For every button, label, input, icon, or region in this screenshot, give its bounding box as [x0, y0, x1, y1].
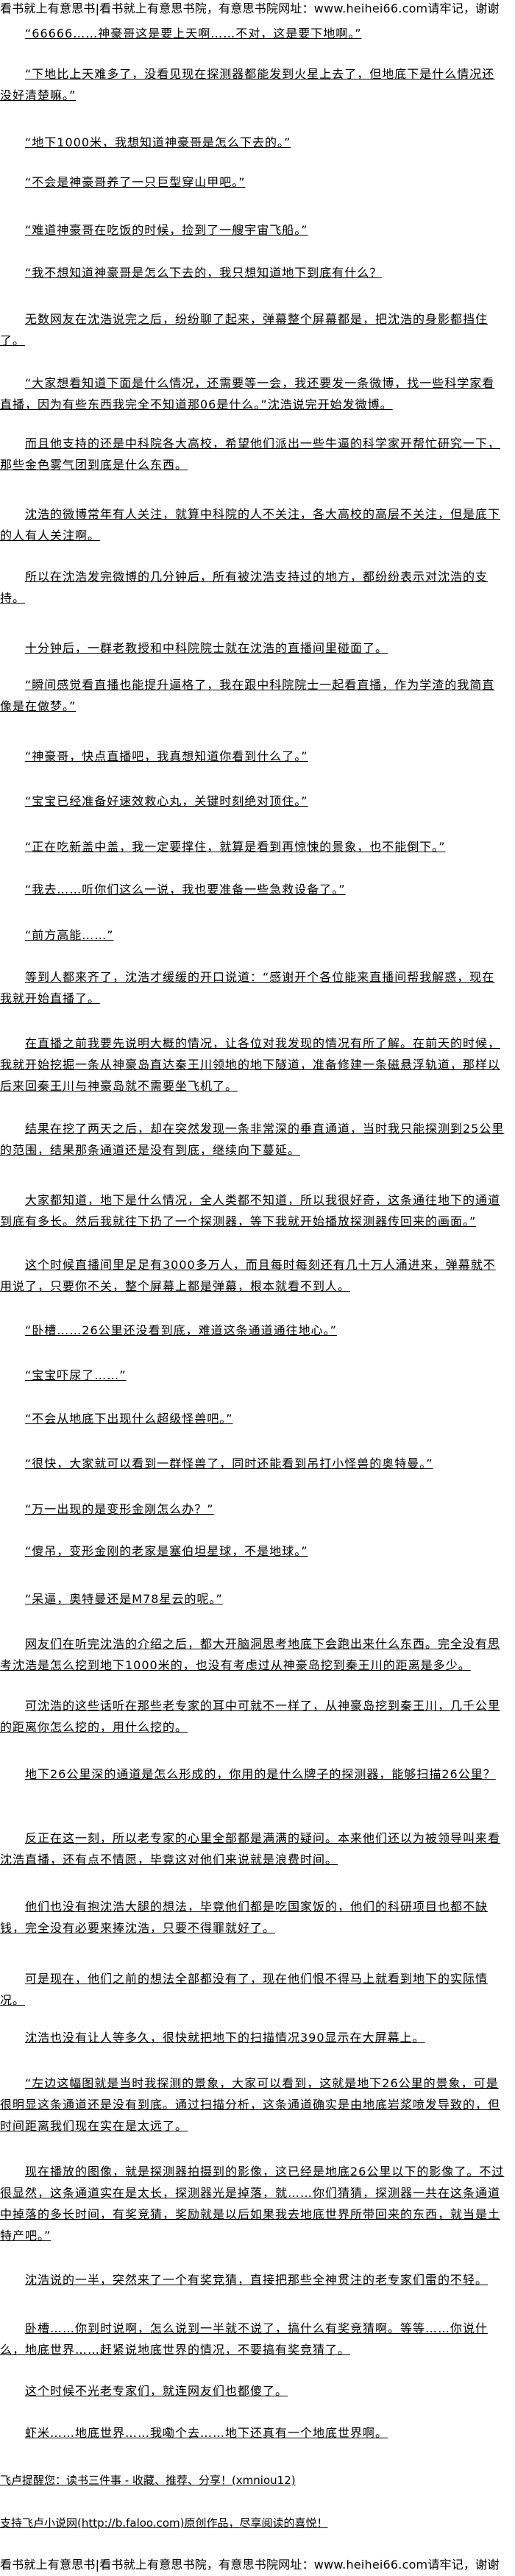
paragraph: 可是现在，他们之前的想法全部都没有了，现在他们恨不得马上就看到地下的实际情况。 — [0, 1972, 489, 2007]
paragraph: “正在吃新盖中盖，我一定要撑住，就算是看到再惊悚的景象，也不能倒下。” — [25, 840, 446, 854]
paragraph: 所以在沈浩发完微博的几分钟后，所有被沈浩支持过的地方，都纷纷表示对沈浩的支持。 — [0, 570, 489, 605]
paragraph: 而且他支持的还是中科院各大高校，希望他们派出一些牛逼的科学家开帮忙研究一下，那些… — [0, 436, 501, 472]
paragraph: “地下1000米，我想知道神豪哥是怎么下去的。” — [25, 135, 291, 149]
paragraph: 可沈浩的这些话听在那些老专家的耳中可就不一样了，从神豪岛挖到秦王川，几千公里的距… — [0, 1699, 501, 1734]
paragraph: “卧槽……26公里还没看到底，难道这条通道通往地心。” — [25, 1323, 337, 1337]
paragraph: 大家都知道，地下是什么情况，全人类都不知道，所以我很好奇，这条通往地下的通道到底… — [0, 1193, 501, 1228]
paragraph: 网友们在听完沈浩的介绍之后，都大开脑洞思考地底下会跑出来什么东西。完全没有思考沈… — [0, 1637, 501, 1672]
paragraph: “宝宝已经准备好速效救心丸，关键时刻绝对顶住。” — [25, 794, 308, 808]
paragraph: 反正在这一刻，所以老专家的心里全部都是满满的疑问。本来他们还以为被领导叫来看沈浩… — [0, 1831, 501, 1866]
paragraph: “傻吊，变形金刚的老家是塞伯坦星球，不是地球。” — [25, 1544, 308, 1558]
paragraph: 在直播之前我要先说明大概的情况，让各位对我发现的情况有所了解。在前天的时候，我就… — [0, 1036, 501, 1093]
faloo-support-link[interactable]: 支持飞卢小说网(http://b.faloo.com)原创作品，尽享阅读的喜悦！ — [0, 2516, 328, 2530]
paragraph: “难道神豪哥在吃饭的时候，捡到了一艘宇宙飞船。” — [25, 223, 308, 237]
paragraph: 现在播放的图像，就是探测器拍摄到的影像，这已经是地底26公里以下的影像了。不过很… — [0, 2165, 505, 2243]
paragraph: “神豪哥，快点直播吧，我真想知道你看到什么了。” — [25, 749, 308, 763]
paragraph: 十分钟后，一群老教授和中科院院士就在沈浩的直播间里碰面了。 — [25, 641, 388, 655]
paragraph: 沈浩的微博常年有人关注，就算中科院的人不关注，各大高校的高层不关注，但是底下的人… — [0, 507, 501, 542]
paragraph: “瞬间感觉看直播也能提升逼格了，我在跟中科院院士一起看直播，作为学渣的我简直像是… — [0, 678, 495, 713]
paragraph: “不会从地底下出现什么超级怪兽吧。” — [25, 1412, 233, 1426]
paragraph: 他们也没有抱沈浩大腿的想法，毕竟他们都是吃国家饭的，他们的科研项目也都不缺钱，完… — [0, 1900, 489, 1935]
paragraph: “大家想看知道下面是什么情况，还需要等一会，我还要发一条微博，找一些科学家看直播… — [0, 376, 495, 411]
paragraph: 结果在挖了两天之后，却在突然发现一条非常深的垂直通道，当时我只能探测到25公里的… — [0, 1122, 505, 1157]
paragraph: 地下26公里深的通道是怎么形成的，你用的是什么牌子的探测器，能够扫描26公里？ — [25, 1767, 496, 1781]
paragraph: 等到人都来齐了，沈浩才缓缓的开口说道：“感谢开个各位能来直播间帮我解惑，现在我就… — [0, 970, 495, 1005]
paragraph: 虾米……地底世界……我嘞个去……地下还真有一个地底世界啊。 — [25, 2426, 388, 2440]
site-banner-bottom: 看书就上有意思书|看书就上有意思书院，有意思书院网址：www.heihei66.… — [0, 2558, 500, 2572]
paragraph: “66666……神豪哥这是要上天啊……不对，这是要下地啊。” — [25, 26, 362, 40]
paragraph: 沈浩也没有让人等多久，很快就把地下的扫描情况390显示在大屏幕上。 — [25, 2031, 425, 2045]
paragraph: 这个时候直播间里足足有3000多万人，而且每时每刻还有几十万人涌进来，弹幕就不用… — [0, 1258, 496, 1293]
paragraph: 卧槽……你到时说啊，怎么说到一半就不说了，搞什么有奖竞猜啊。等等……你说什么，地… — [0, 2321, 489, 2357]
paragraph: “下地比上天难多了，没看见现在探测器都能发到火星上去了，但地底下是什么情况还没好… — [0, 67, 495, 102]
paragraph: “前方高能……” — [25, 928, 114, 942]
paragraph: “万一出现的是变形金刚怎么办？” — [25, 1502, 214, 1516]
paragraph: 沈浩说的一半，突然来了一个有奖竞猜，直接把那些全神贯注的老专家们雷的不轻。 — [25, 2273, 489, 2287]
site-banner-top: 看书就上有意思书|看书就上有意思书院，有意思书院网址：www.heihei66.… — [0, 1, 500, 15]
paragraph: “很快，大家就可以看到一群怪兽了，同时还能看到吊打小怪兽的奥特曼。” — [25, 1457, 433, 1471]
paragraph: 无数网友在沈浩说完之后，纷纷聊了起来，弹幕整个屏幕都是，把沈浩的身影都挡住了。 — [0, 312, 489, 347]
paragraph: “我不想知道神豪哥是怎么下去的，我只想知道地下到底有什么？ — [25, 266, 383, 280]
paragraph: “左边这幅图就是当时我探测的景象，大家可以看到，这就是地下26公里的景象，可是很… — [0, 2076, 501, 2133]
paragraph: 这个时候不光老专家们，就连网友们也都傻了。 — [25, 2384, 288, 2398]
faloo-reminder: 飞卢提醒您：读书三件事 - 收藏、推荐、分享！(xmniou12) — [0, 2474, 296, 2487]
paragraph: “呆逼，奥特曼还是M78星云的呢。” — [25, 1592, 223, 1606]
paragraph: “宝宝吓尿了……” — [25, 1368, 127, 1382]
paragraph: “不会是神豪哥养了一只巨型穿山甲吧。” — [25, 175, 246, 189]
paragraph: “我去……听你们这么一说，我也要准备一些急救设备了。” — [25, 882, 346, 896]
